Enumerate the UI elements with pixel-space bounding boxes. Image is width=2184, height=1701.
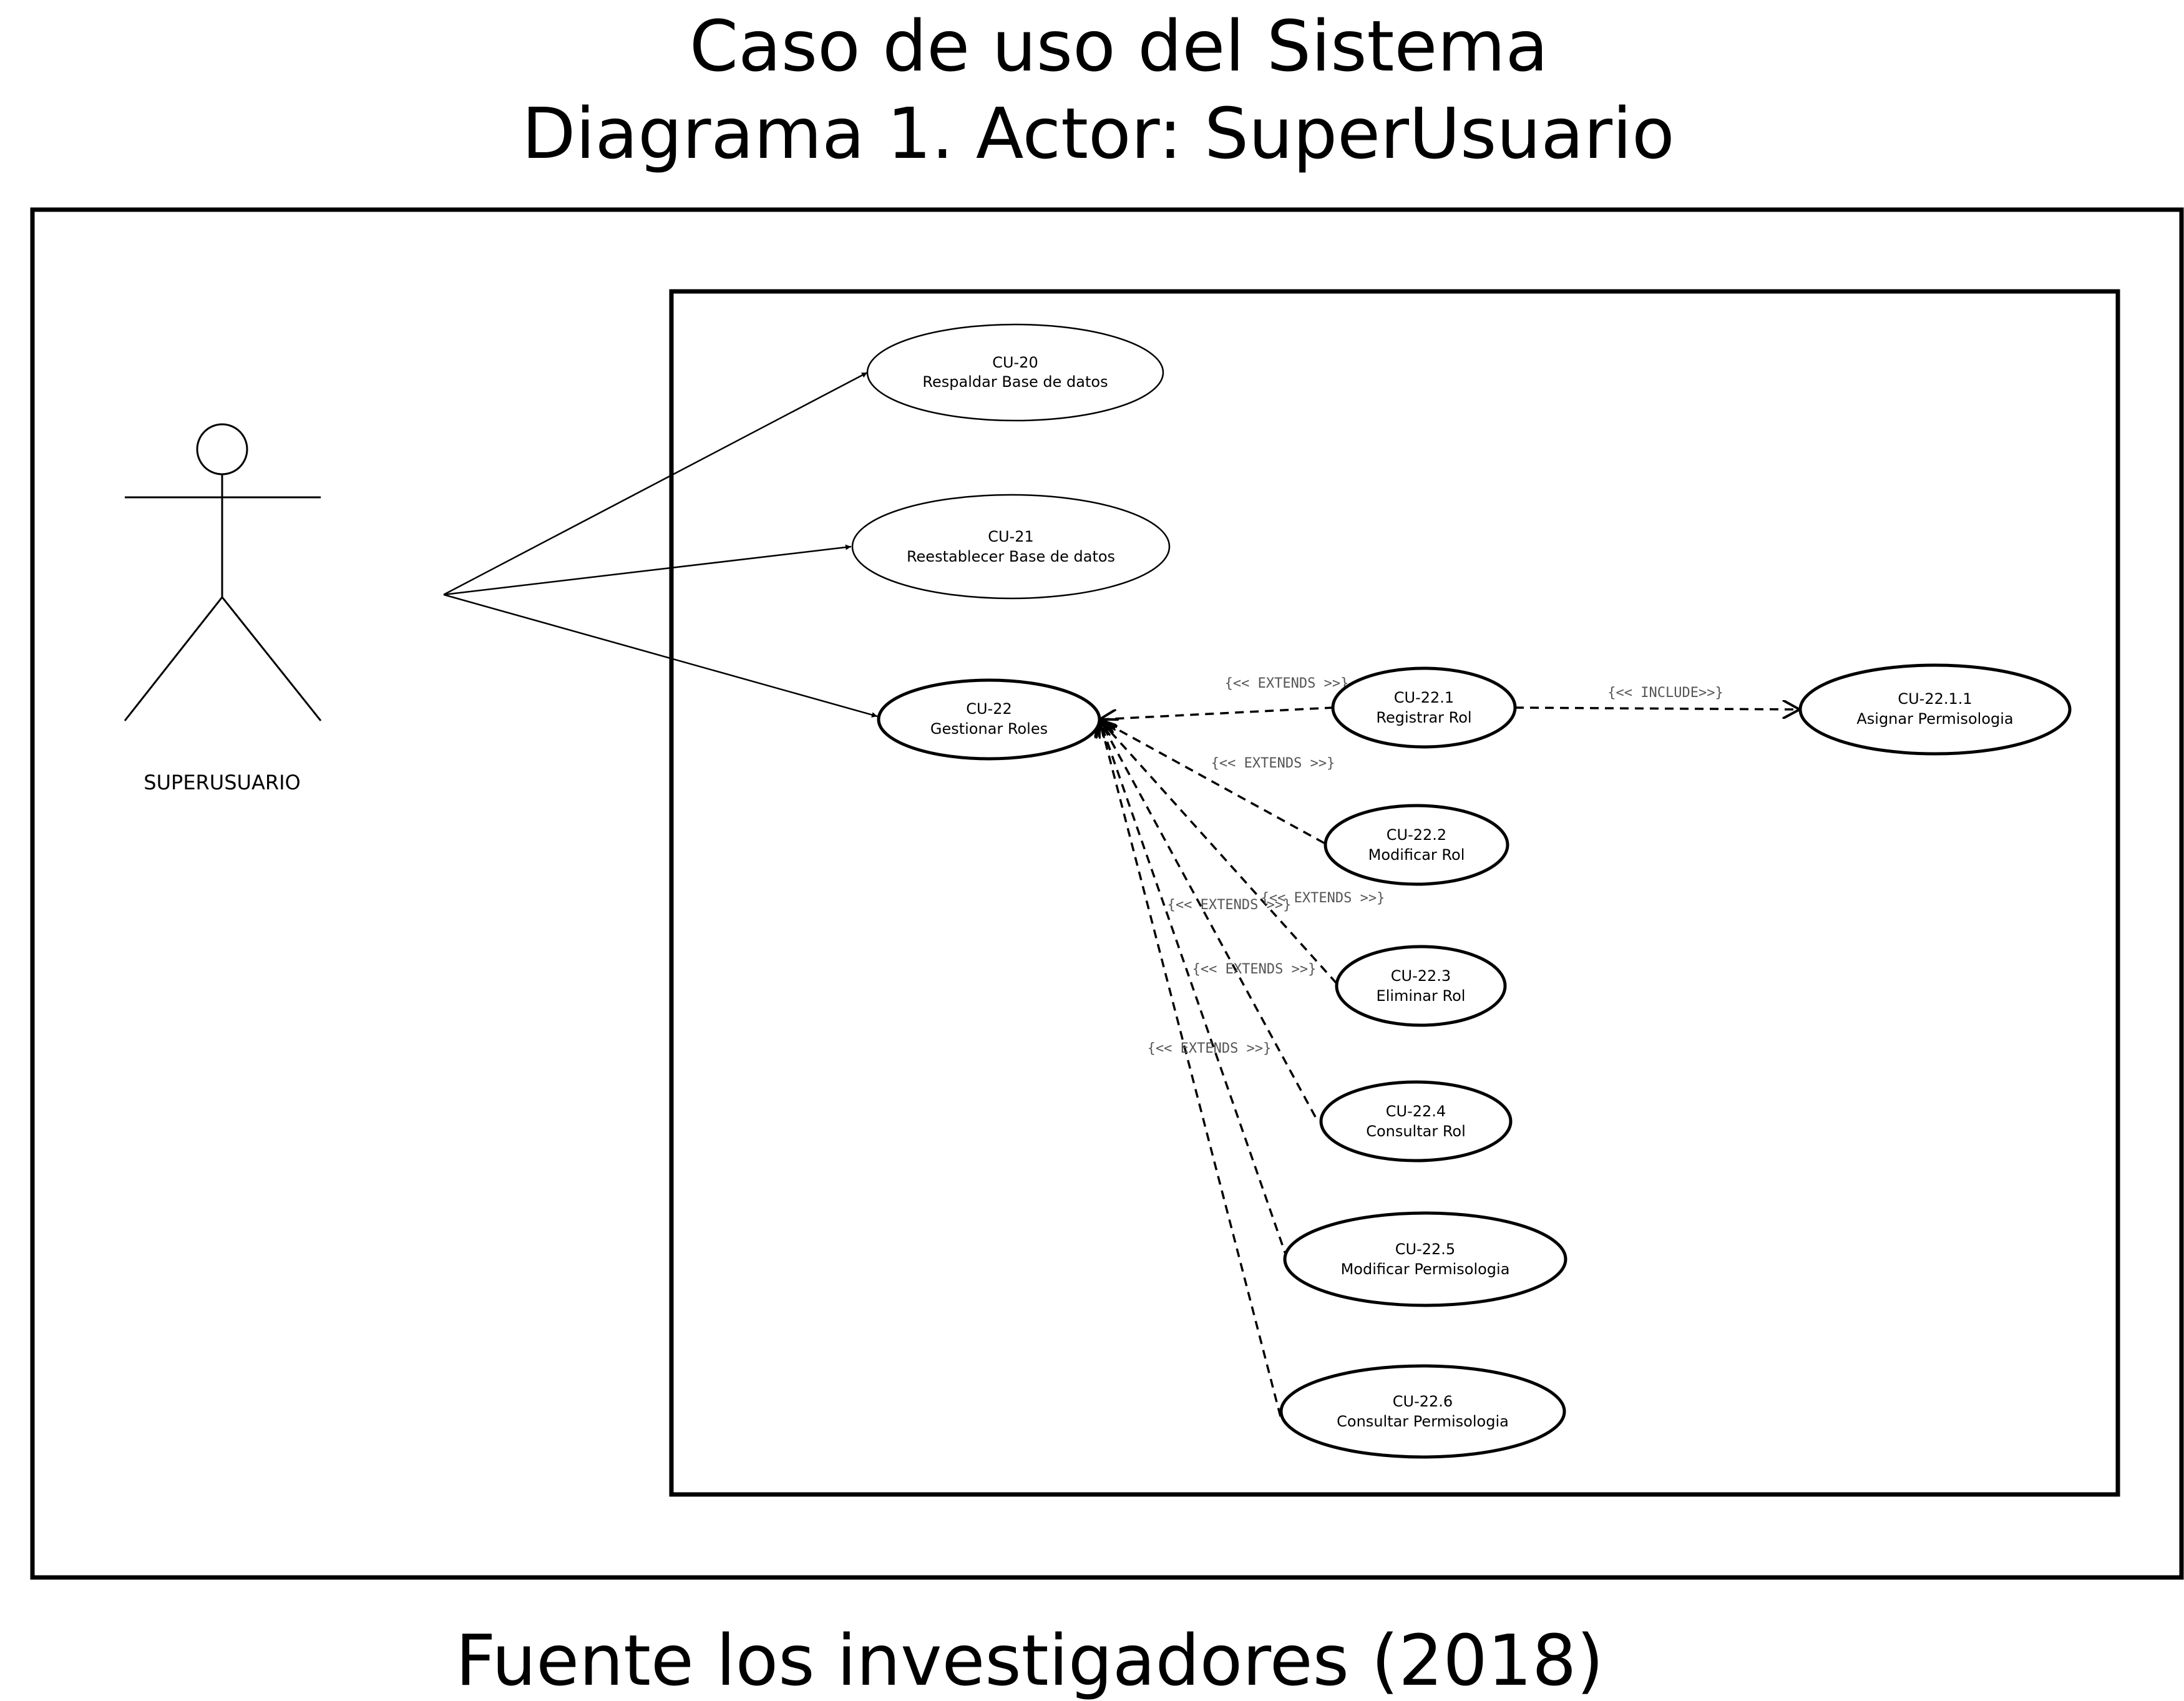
use-case-label: Modificar Permisologia (1341, 1260, 1510, 1278)
source-caption: Fuente los investigadores (2018) (456, 1621, 1604, 1701)
stereotype-extend-label: {<< EXTENDS >>} (1211, 756, 1335, 771)
use-case-cu-22-3[interactable]: CU-22.3 Eliminar Rol (1335, 945, 1507, 1027)
actor-head (196, 423, 248, 475)
use-case-cu-21[interactable]: CU-21 Reestablecer Base de datos (851, 494, 1171, 600)
use-case-ellipse (877, 678, 1101, 761)
use-case-cu-22-5[interactable]: CU-22.5 Modificar Permisologia (1283, 1211, 1567, 1307)
use-case-ellipse (866, 323, 1164, 422)
use-case-id: CU-20 (992, 354, 1038, 371)
associations (443, 371, 878, 718)
use-case-id: CU-22.1.1 (1898, 690, 1972, 708)
use-case-label: Reestablecer Base de datos (907, 548, 1115, 565)
use-case-ellipse (1283, 1211, 1567, 1307)
extend-cu-22-5 (1099, 719, 1289, 1260)
use-case-ellipse (851, 494, 1171, 600)
stereotype-extend-label: {<< EXTENDS >>} (1148, 1041, 1272, 1056)
use-case-id: CU-22.6 (1393, 1393, 1453, 1410)
actor-right-leg (221, 597, 322, 721)
actor-superusuario[interactable]: SUPERUSUARIO (124, 423, 322, 794)
extend-cu-22-2 (1099, 719, 1325, 844)
include-cu-22-1-1 (1514, 708, 1800, 709)
stereotype-extend-label: {<< EXTENDS >>} (1225, 676, 1349, 691)
system-boundary (669, 289, 2120, 1497)
use-case-id: CU-22.1 (1394, 689, 1454, 706)
use-case-label: Asignar Permisologia (1856, 710, 2013, 728)
extend-cu-22-6 (1099, 719, 1282, 1417)
use-case-ellipse (1798, 663, 2072, 756)
use-case-label: Registrar Rol (1376, 709, 1471, 726)
use-case-cu-20[interactable]: CU-20 Respaldar Base de datos (866, 323, 1164, 422)
actor-left-leg (124, 597, 223, 721)
use-case-cu-22[interactable]: CU-22 Gestionar Roles (877, 678, 1101, 761)
use-case-cu-22-6[interactable]: CU-22.6 Consultar Permisologia (1279, 1364, 1566, 1459)
use-case-id: CU-22.5 (1395, 1240, 1455, 1258)
use-case-cu-22-4[interactable]: CU-22.4 Consultar Rol (1319, 1080, 1513, 1162)
extend-relations (1099, 706, 1800, 1417)
outer-frame (30, 207, 2184, 1580)
use-case-label: Modificar Rol (1368, 846, 1465, 864)
use-case-ellipse (1319, 1080, 1513, 1162)
use-case-ellipse (1335, 945, 1507, 1027)
association-cu-21 (443, 544, 852, 596)
use-case-label: Consultar Permisologia (1337, 1413, 1509, 1430)
use-case-id: CU-22.3 (1391, 967, 1451, 985)
association-cu-20 (443, 371, 868, 596)
stereotype-include-label: {<< INCLUDE>>} (1607, 685, 1723, 701)
stereotype-extend-label: {<< EXTENDS >>} (1261, 890, 1385, 906)
association-cu-22 (443, 593, 878, 718)
use-case-id: CU-22.2 (1387, 826, 1446, 844)
use-case-label: Gestionar Roles (930, 720, 1048, 738)
use-case-label: Eliminar Rol (1377, 987, 1466, 1005)
use-case-cu-22-1[interactable]: CU-22.1 Registrar Rol (1331, 666, 1517, 749)
use-case-cu-22-2[interactable]: CU-22.2 Modificar Rol (1324, 804, 1509, 886)
stereotype-labels: {<< EXTENDS >>} {<< INCLUDE>>} {<< EXTEN… (1148, 676, 1723, 1056)
use-case-ellipse (1324, 804, 1509, 886)
use-case-id: CU-21 (988, 528, 1034, 545)
actor-label: SUPERUSUARIO (144, 771, 300, 794)
diagram-title-line2: Diagrama 1. Actor: SuperUsuario (522, 94, 1674, 175)
diagram-title-line1: Caso de uso del Sistema (690, 6, 1548, 87)
use-case-ellipse (1331, 666, 1517, 749)
extend-cu-22-4 (1099, 719, 1317, 1118)
use-case-label: Respaldar Base de datos (922, 373, 1108, 391)
stereotype-extend-label: {<< EXTENDS >>} (1168, 897, 1292, 913)
stereotype-extend-label: {<< EXTENDS >>} (1192, 962, 1317, 977)
use-case-id: CU-22 (966, 700, 1012, 718)
use-case-id: CU-22.4 (1386, 1103, 1446, 1120)
use-case-label: Consultar Rol (1366, 1123, 1466, 1140)
use-case-ellipse (1279, 1364, 1566, 1459)
use-case-cu-22-1-1[interactable]: CU-22.1.1 Asignar Permisologia (1798, 663, 2072, 756)
extend-cu-22-1 (1099, 706, 1334, 719)
